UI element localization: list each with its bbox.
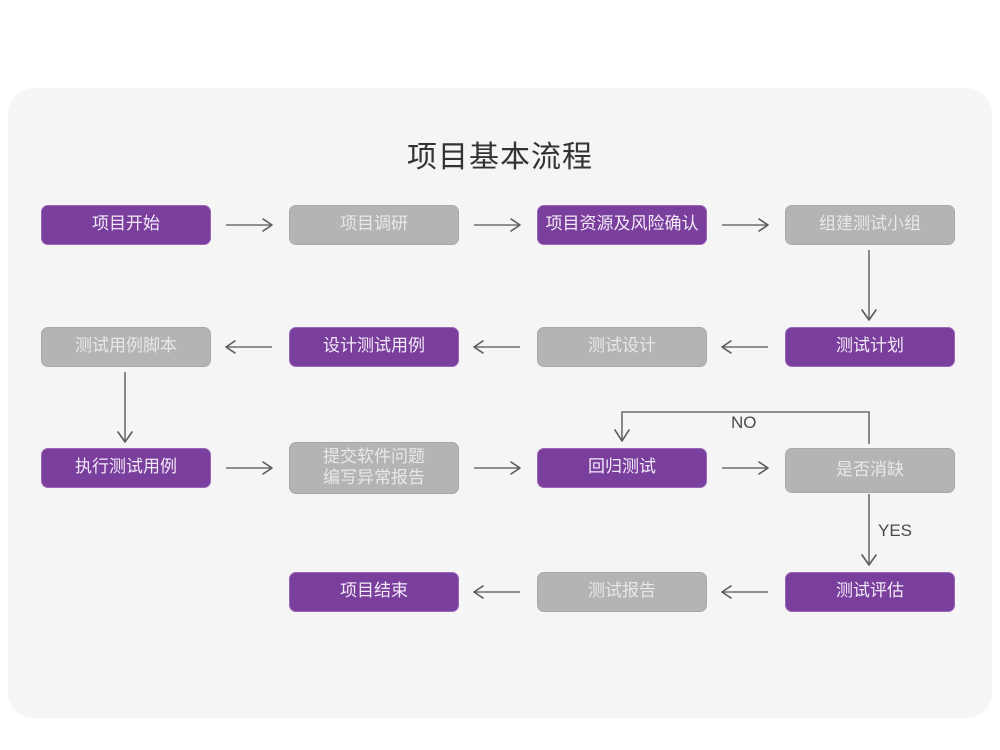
edge-label-no: NO	[731, 413, 757, 432]
edge-label-yes: YES	[878, 521, 913, 540]
page-title: 项目基本流程	[407, 140, 593, 175]
node-test-evaluation[interactable]: 测试评估	[785, 572, 955, 612]
node-project-research[interactable]: 项目调研	[289, 205, 459, 245]
node-test-design[interactable]: 测试设计	[537, 327, 707, 367]
node-project-end[interactable]: 项目结束	[289, 572, 459, 612]
node-defect-resolved[interactable]: 是否消缺	[785, 448, 955, 493]
node-project-start[interactable]: 项目开始	[41, 205, 211, 245]
node-form-test-team[interactable]: 组建测试小组	[785, 205, 955, 245]
node-test-report[interactable]: 测试报告	[537, 572, 707, 612]
node-test-plan[interactable]: 测试计划	[785, 327, 955, 367]
node-test-case-script[interactable]: 测试用例脚本	[41, 327, 211, 367]
node-resource-risk-confirm[interactable]: 项目资源及风险确认	[537, 205, 707, 245]
node-execute-test-cases[interactable]: 执行测试用例	[41, 448, 211, 488]
node-submit-defect-report[interactable]: 提交软件问题 编写异常报告	[289, 442, 459, 494]
node-design-test-cases[interactable]: 设计测试用例	[289, 327, 459, 367]
diagram-card	[8, 88, 992, 718]
node-regression-test[interactable]: 回归测试	[537, 448, 707, 488]
